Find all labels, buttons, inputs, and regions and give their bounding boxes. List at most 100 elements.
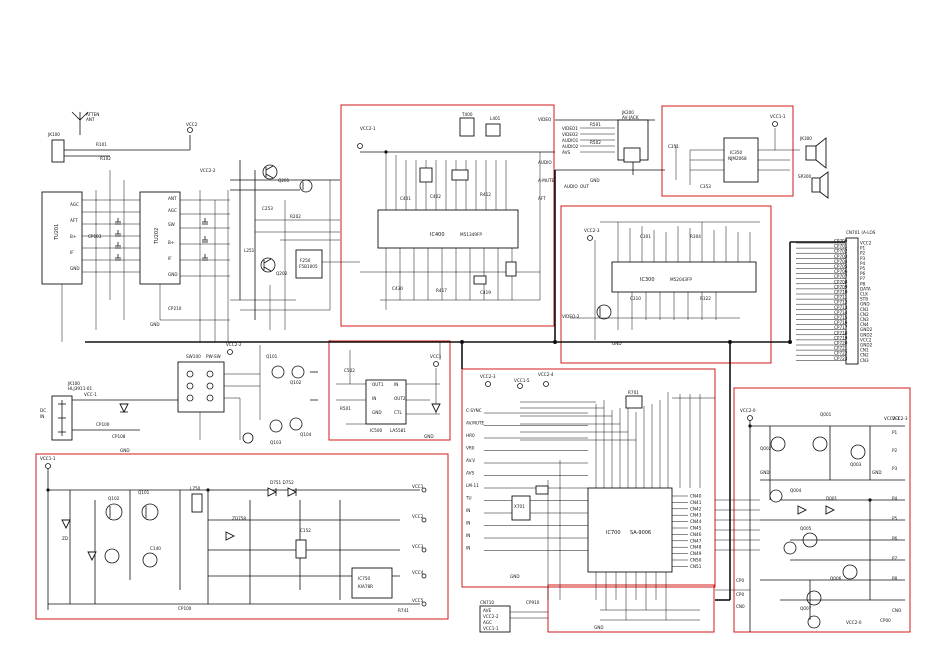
svg-text:CN701 (A-LOS: CN701 (A-LOS: [846, 230, 876, 235]
svg-text:Q002: Q002: [760, 446, 772, 451]
svg-text:R502: R502: [590, 140, 601, 145]
svg-text:AVS: AVS: [562, 150, 570, 155]
ic700-signal-label: LM-11: [466, 483, 479, 488]
svg-text:CP00: CP00: [880, 618, 891, 623]
svg-text:T400: T400: [461, 112, 473, 117]
driver-output-label: P7: [892, 556, 898, 561]
ic500-block: OUT1 IN IN OUT2 GND CTL IC500 LA5581 VCC…: [336, 350, 442, 439]
svg-text:GND: GND: [150, 322, 160, 327]
svg-text:SW100: SW100: [186, 354, 201, 359]
svg-text:TU201: TU201: [54, 224, 60, 241]
ic700-signal-label: VR0: [466, 446, 475, 451]
svg-text:OUT: OUT: [580, 184, 589, 189]
svg-text:CP0: CP0: [736, 592, 744, 597]
svg-text:ZD758: ZD758: [232, 516, 246, 521]
cn710-pin-label: VCC1-1: [483, 626, 499, 631]
cn701-connector: CN701 (A-LOS VCC2CP700P1CP701P2CP702P3CP…: [796, 230, 876, 365]
svg-text:R741: R741: [398, 608, 409, 613]
svg-text:F250: F250: [300, 258, 311, 263]
ic700-output-label: CN46: [690, 532, 702, 537]
cn701-pin-label: VCC2: [860, 241, 872, 246]
svg-text:ANT: ANT: [86, 117, 95, 122]
svg-text:C419: C419: [480, 290, 491, 295]
ic700-signal-label: IN: [466, 508, 470, 513]
svg-text:IC700: IC700: [606, 530, 621, 536]
ic700-output-label: CN43: [690, 513, 702, 518]
cn710-pin-label: AGC: [483, 620, 492, 625]
svg-text:C430: C430: [392, 286, 403, 291]
power-supply: VCC1-1 IC750 KIA78R: [40, 456, 427, 613]
svg-text:CTL: CTL: [394, 410, 402, 415]
svg-text:IC500: IC500: [370, 428, 382, 433]
power-output-label: VCC5: [412, 598, 424, 603]
svg-text:GND: GND: [424, 434, 434, 439]
svg-text:Q102: Q102: [108, 496, 120, 501]
svg-text:Q101: Q101: [138, 490, 150, 495]
svg-text:Q003: Q003: [850, 462, 862, 467]
svg-text:Q004: Q004: [790, 488, 802, 493]
svg-text:VCC2-3: VCC2-3: [584, 228, 600, 233]
power-output-terminal: [421, 517, 427, 523]
power-output-terminal: [421, 547, 427, 553]
svg-text:IC750: IC750: [358, 576, 370, 581]
svg-text:CNO: CNO: [892, 608, 902, 613]
cn701-pin-label: P2: [860, 251, 866, 256]
svg-text:R701: R701: [628, 390, 639, 395]
cn701-wire-label: CP720: [834, 341, 848, 346]
svg-text:NJM2068: NJM2068: [728, 156, 747, 161]
svg-text:M51349FP: M51349FP: [460, 232, 482, 237]
cn701-pin-label: GND2: [860, 327, 873, 332]
svg-text:ANT: ANT: [168, 196, 177, 201]
ic700-output-label: CN44: [690, 519, 702, 524]
cn701-wire-label: CP701: [834, 244, 848, 249]
ic400-block: IC400 M51349FP T400 L401 C401: [357, 112, 555, 310]
svg-text:CN710: CN710: [480, 600, 494, 605]
cn701-wire-label: CP705: [834, 264, 848, 269]
ic700-output-label: CN50: [690, 558, 702, 563]
svg-text:C140: C140: [150, 546, 161, 551]
cn701-wire-label: CP703: [834, 254, 848, 259]
svg-text:AGC: AGC: [168, 208, 177, 213]
svg-text:JK200: JK200: [621, 110, 634, 115]
power-output-terminal: [421, 487, 427, 493]
cn701-pin-label: P7: [860, 276, 866, 281]
ic700-signal-label: C-SYNC: [466, 408, 482, 413]
svg-text:VIDEO1: VIDEO1: [562, 126, 578, 131]
svg-text:VCC2: VCC2: [186, 122, 198, 127]
cn701-wire-label: CP723: [834, 356, 848, 361]
svg-text:TU202: TU202: [154, 228, 160, 245]
cn701-pin-label: CN3: [860, 317, 869, 322]
ic700-output-label: CN48: [690, 545, 702, 550]
cn701-pin-label: CN1: [860, 348, 869, 353]
svg-text:VCC1-1: VCC1-1: [40, 456, 56, 461]
svg-text:VIDEO: VIDEO: [538, 117, 552, 122]
svg-text:B+: B+: [70, 234, 77, 239]
cn701-pin-label: CN1: [860, 307, 869, 312]
svg-text:CN0: CN0: [736, 604, 745, 609]
svg-text:VCC2-2: VCC2-2: [226, 342, 242, 347]
svg-text:Q005: Q005: [800, 526, 812, 531]
ic700-signal-label: IN: [466, 546, 470, 551]
svg-text:KIA78R: KIA78R: [358, 584, 373, 589]
svg-text:VCC-1: VCC-1: [84, 392, 97, 397]
svg-text:C401: C401: [400, 196, 411, 201]
driver-output-label: VCC2-3: [892, 416, 908, 421]
ic700-signal-label: TU: [465, 496, 472, 501]
svg-text:VCC2-3: VCC2-3: [884, 416, 900, 421]
junctions: [46, 150, 872, 502]
power-input: JK100 HLJ3911-01 DC IN VCC-1 CP100 CP108…: [40, 342, 318, 453]
svg-text:JK300: JK300: [799, 136, 812, 141]
cn701-wire-label: CP709: [834, 284, 848, 289]
av-jack: VIDEO1 VIDEO2 AUDIO1 AUDIO2 AVS JK200 AV…: [562, 110, 649, 189]
svg-text:PW-SW: PW-SW: [206, 354, 221, 359]
power-output-label: VCC3: [412, 544, 424, 549]
svg-text:AGC: AGC: [70, 202, 79, 207]
cn701-wire-label: CP707: [834, 274, 848, 279]
cn701-pin-label: P5: [860, 266, 866, 271]
ic700-signal-label: IN: [466, 533, 470, 538]
svg-text:Q001: Q001: [820, 412, 832, 417]
svg-text:AFT: AFT: [70, 218, 78, 223]
ic700-output-label: CN42: [690, 506, 702, 511]
cn701-pin-label: VCC2: [860, 337, 872, 342]
